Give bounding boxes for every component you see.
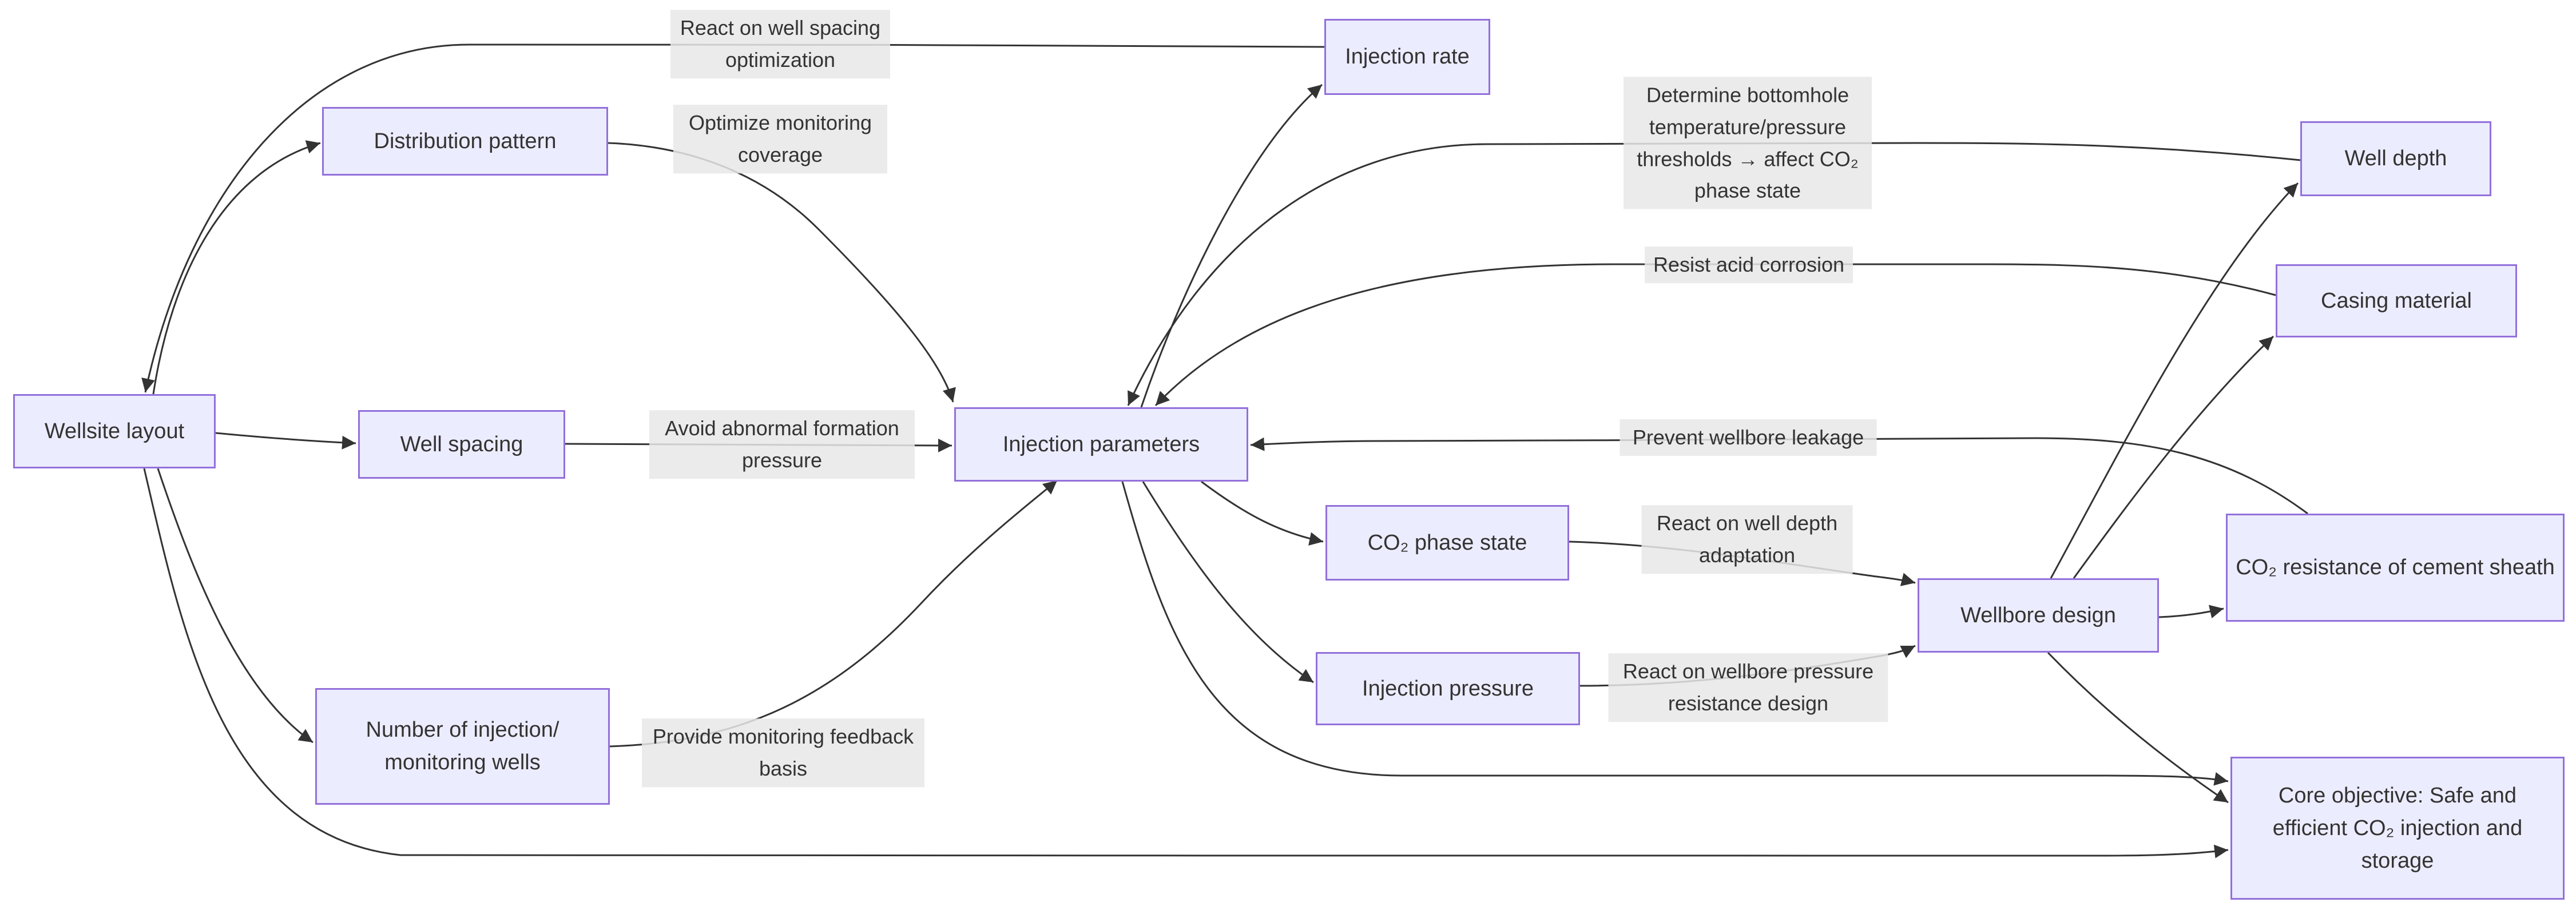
node-label-num-wells: Number of injection/ monitoring wells — [366, 718, 559, 774]
edge-label-react-well-spacing: React on well spacing optimization — [670, 10, 890, 78]
edge-numwells-to-injparams — [609, 479, 1058, 748]
node-label-wellsite-layout: Wellsite layout — [44, 419, 185, 443]
node-label-well-depth: Well depth — [2344, 146, 2447, 170]
node-well-depth: Well depth — [2300, 121, 2491, 196]
edge-label-react-well-depth: React on well depth adaptation — [1641, 505, 1853, 574]
edge-label-react-wellbore-pressure: React on wellbore pressure resistance de… — [1608, 653, 1888, 722]
node-distribution-pattern: Distribution pattern — [322, 107, 608, 176]
edge-label-resist-acid: Resist acid corrosion — [1645, 247, 1853, 283]
node-label-core-objective: Core objective: Safe and efficient CO₂ i… — [2272, 783, 2523, 873]
node-label-cement-sheath: CO₂ resistance of cement sheath — [2236, 555, 2555, 579]
edge-injparams-to-injpressure — [1142, 481, 1314, 684]
edge-wellsite-to-wellspacing — [215, 432, 356, 450]
node-label-injection-parameters: Injection parameters — [1002, 432, 1200, 456]
node-label-well-spacing: Well spacing — [400, 432, 523, 456]
edge-injparams-to-co2phase — [1201, 480, 1324, 546]
edge-wellbore-to-cement — [2158, 605, 2224, 619]
edge-casing-to-injparams — [1154, 263, 2276, 407]
edge-wellsite-to-numwells — [157, 468, 313, 744]
node-core-objective: Core objective: Safe and efficient CO₂ i… — [2230, 757, 2565, 900]
node-casing-material: Casing material — [2276, 264, 2517, 337]
edge-label-prevent-leakage: Prevent wellbore leakage — [1620, 419, 1877, 456]
node-wellsite-layout: Wellsite layout — [13, 394, 216, 468]
node-cement-sheath: CO₂ resistance of cement sheath — [2226, 514, 2565, 622]
edge-injparams-to-injrate — [1140, 84, 1323, 408]
edge-wellbore-to-casing — [2073, 335, 2275, 579]
edge-wellbore-to-welldepth — [2050, 182, 2299, 579]
node-label-injection-rate: Injection rate — [1345, 45, 1470, 69]
edge-label-provide-monitoring: Provide monitoring feedback basis — [642, 718, 924, 787]
edge-injparams-to-core — [1121, 481, 2229, 786]
edge-injrate-to-wellsite — [141, 43, 1325, 393]
node-num-wells: Number of injection/ monitoring wells — [315, 688, 610, 805]
node-label-distribution-pattern: Distribution pattern — [374, 129, 557, 153]
node-wellbore-design: Wellbore design — [1918, 578, 2159, 653]
edge-label-determine-bottomhole: Determine bottomhole temperature/pressur… — [1624, 77, 1872, 209]
node-label-wellbore-design: Wellbore design — [1960, 603, 2116, 627]
node-injection-rate: Injection rate — [1324, 19, 1490, 95]
node-label-injection-pressure: Injection pressure — [1362, 676, 1534, 701]
node-injection-parameters: Injection parameters — [954, 407, 1248, 482]
edge-wellsite-to-core — [143, 468, 2229, 859]
node-label-casing-material: Casing material — [2321, 288, 2472, 313]
edge-label-optimize-monitoring: Optimize monitoring coverage — [673, 105, 887, 173]
node-well-spacing: Well spacing — [358, 410, 565, 479]
node-injection-pressure: Injection pressure — [1316, 652, 1580, 725]
edge-label-avoid-abnormal: Avoid abnormal formation pressure — [649, 410, 915, 479]
edge-wellsite-to-distribution — [152, 140, 321, 395]
edge-wellbore-to-core — [2047, 651, 2229, 804]
edge-distribution-to-injparams — [608, 142, 956, 403]
node-co2-phase-state: CO₂ phase state — [1325, 505, 1569, 581]
node-label-co2-phase-state: CO₂ phase state — [1367, 530, 1527, 555]
